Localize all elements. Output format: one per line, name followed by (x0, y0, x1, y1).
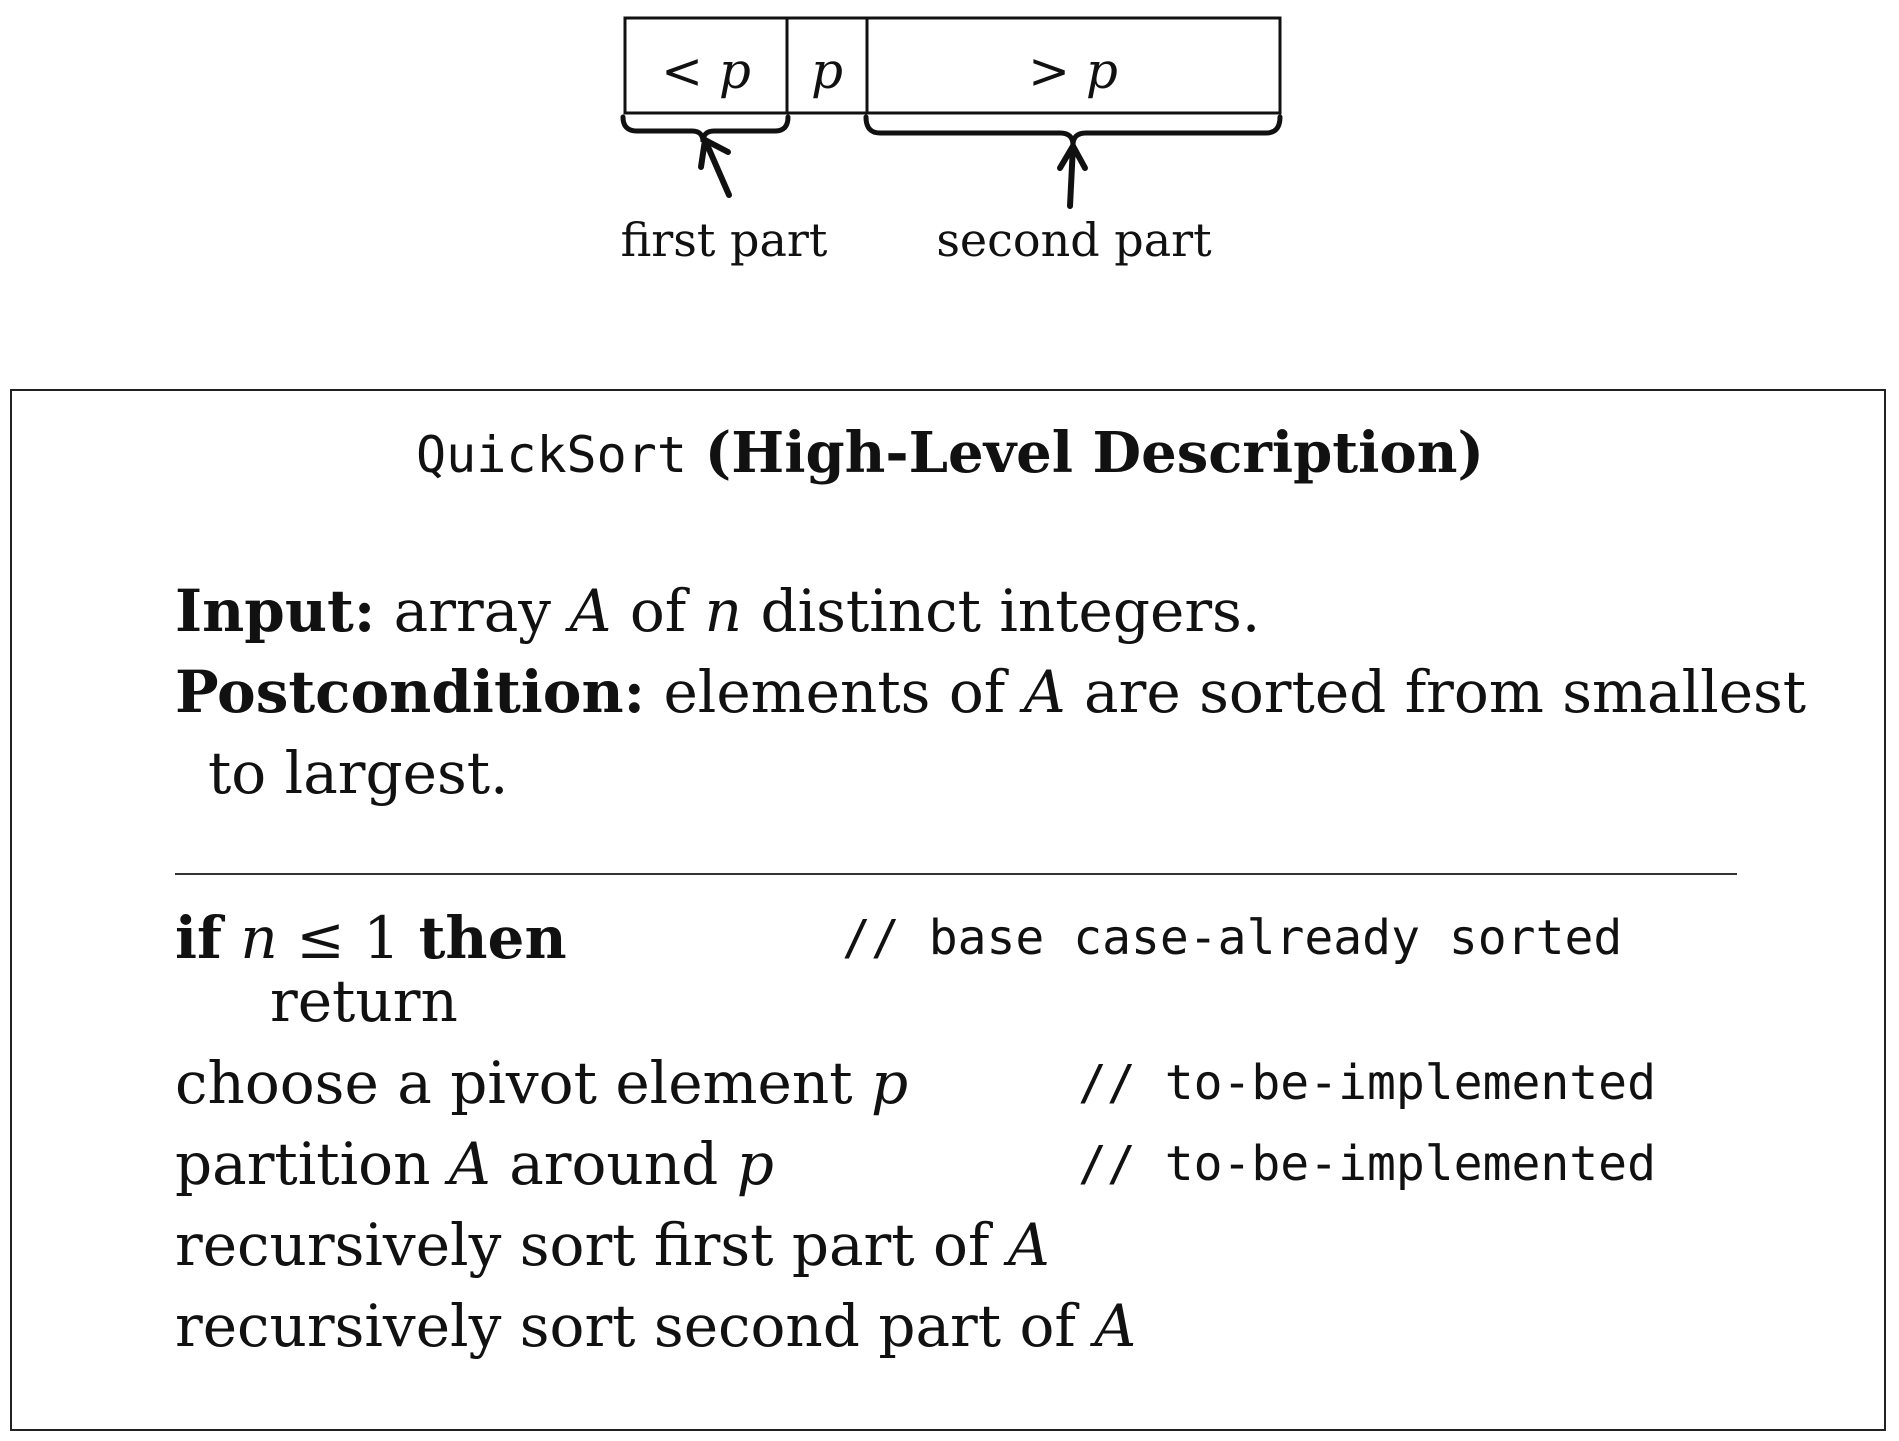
first-part-label: first part (621, 213, 828, 267)
cell-label-pivot: p (811, 42, 843, 100)
pseudocode-if-line: if n ≤ 1 then (175, 903, 567, 973)
input-text: distinct integers. (760, 577, 1261, 645)
var-a: A (1094, 1292, 1137, 1360)
partition-text: around (509, 1130, 719, 1198)
input-label: Input: (175, 577, 376, 645)
cell-label-less: < p (661, 42, 751, 100)
cell-label-greater: > p (1028, 42, 1118, 100)
recurse-text: recursively sort first part of (175, 1211, 990, 1279)
pseudocode-pivot-line: choose a pivot element p (175, 1048, 908, 1118)
postcondition-var-a: A (1023, 658, 1066, 726)
postcondition-continuation: to largest. (208, 738, 508, 808)
input-text: of (629, 577, 687, 645)
postcondition-text: to largest. (208, 739, 509, 807)
keyword-if: if (175, 904, 222, 972)
keyword-then: then (418, 904, 567, 972)
partition-diagram: < p p > p first part second part (620, 16, 1283, 267)
second-part-brace (863, 114, 1283, 146)
input-var-n: n (704, 577, 743, 645)
postcondition-label: Postcondition: (175, 658, 646, 726)
comment-partition: // to-be-implemented (1078, 1136, 1656, 1192)
var-a: A (448, 1130, 491, 1198)
pivot-text: choose a pivot element (175, 1049, 853, 1117)
input-line: Input: array A of n distinct integers. (175, 576, 1260, 646)
partition-text: partition (175, 1130, 431, 1198)
second-part-arrow (1057, 143, 1088, 209)
comment-pivot: // to-be-implemented (1078, 1055, 1656, 1111)
condition: ≤ 1 (296, 904, 401, 972)
var-n: n (240, 904, 278, 972)
cell-greater-than-pivot (865, 16, 1282, 115)
algorithm-box: QuickSort (High-Level Description) Input… (10, 389, 1886, 1431)
title-code: QuickSort (416, 426, 687, 484)
input-var-a: A (569, 577, 612, 645)
title-text: (High-Level Description) (704, 420, 1484, 486)
pseudocode-partition-line: partition A around p (175, 1129, 774, 1199)
algorithm-title: QuickSort (High-Level Description) (12, 419, 1888, 489)
var-p: p (870, 1049, 909, 1117)
postcondition-text: are sorted from smallest (1084, 658, 1807, 726)
var-p: p (736, 1130, 774, 1198)
divider (175, 873, 1737, 875)
postcondition-line: Postcondition: elements of A are sorted … (175, 657, 1806, 727)
pseudocode-recurse-second-line: recursively sort second part of A (175, 1291, 1136, 1361)
var-a: A (1007, 1211, 1050, 1279)
recurse-text: recursively sort second part of (175, 1292, 1076, 1360)
first-part-arrow (698, 137, 732, 198)
comment-base-case: // base case-already sorted (842, 910, 1623, 966)
input-text: array (393, 577, 552, 645)
pseudocode-recurse-first-line: recursively sort first part of A (175, 1210, 1050, 1280)
second-part-label: second part (936, 213, 1212, 267)
pseudocode-return-line: return (270, 967, 458, 1035)
postcondition-text: elements of (663, 658, 1006, 726)
